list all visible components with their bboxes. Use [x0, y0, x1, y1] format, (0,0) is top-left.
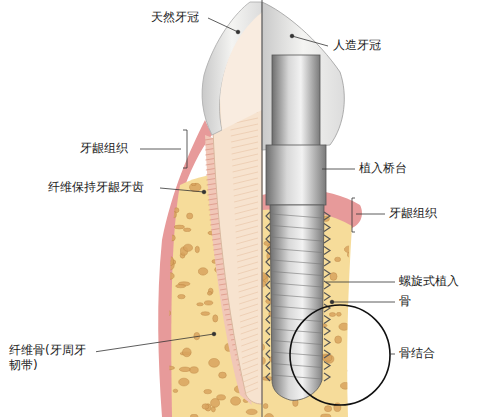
part-label: 螺旋式植入: [398, 274, 460, 289]
part-label: 人造牙冠: [332, 38, 382, 53]
part-label: 骨: [398, 294, 412, 309]
part-label: 纤维保持牙龈牙齿: [47, 180, 145, 195]
part-label: 牙龈组织: [388, 206, 438, 221]
part-label: 植入桥台: [358, 161, 408, 176]
part-label: 纤维骨(牙周牙韧带): [8, 343, 96, 373]
part-label: 骨结合: [398, 346, 436, 361]
part-label: 牙龈组织: [79, 141, 129, 156]
part-label: 天然牙冠: [150, 10, 200, 25]
